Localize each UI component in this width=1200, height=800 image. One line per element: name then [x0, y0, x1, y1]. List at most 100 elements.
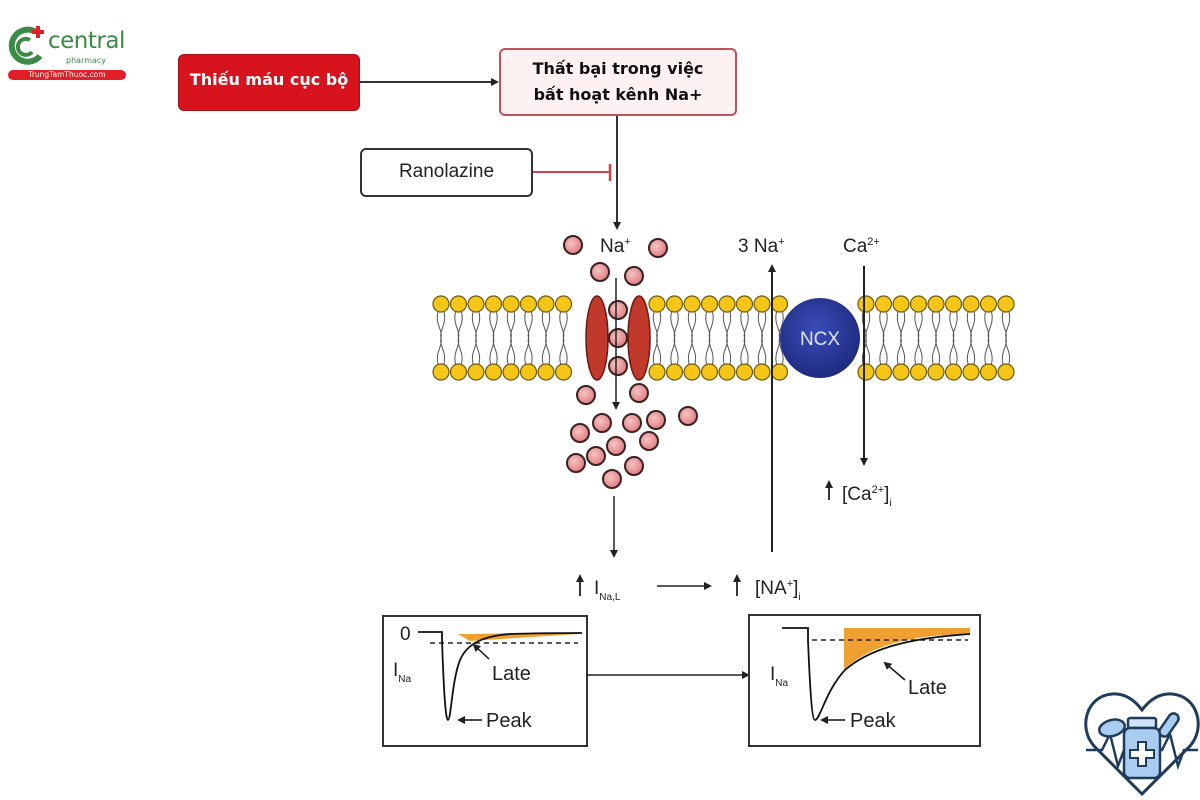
- sodium-ion: [566, 453, 586, 473]
- lipid-tail: [984, 311, 993, 365]
- ca-intracellular-label: [Ca2+]i: [842, 484, 892, 509]
- lipid-head: [874, 295, 893, 313]
- lipid-tail: [896, 311, 906, 365]
- lipid-head: [683, 363, 701, 381]
- lipid-head: [537, 295, 555, 313]
- lipid-tail: [931, 311, 941, 365]
- lipid-head: [962, 295, 980, 313]
- lipid-tail: [471, 311, 481, 365]
- na-channel-left: [585, 295, 609, 381]
- current-trace: [418, 631, 583, 721]
- sodium-ion: [608, 356, 628, 376]
- central-pharmacy-logo: central pharmacy TrungTamThuoc.com: [6, 26, 130, 82]
- lipid-head: [537, 363, 555, 381]
- lipid-head: [892, 363, 910, 381]
- sodium-ion: [624, 266, 644, 286]
- lipid-head: [997, 363, 1015, 381]
- lipid-head: [648, 363, 666, 381]
- lipid-head: [753, 363, 771, 381]
- sodium-ion: [592, 413, 612, 433]
- lipid-head: [648, 295, 666, 313]
- sodium-ion: [624, 456, 644, 476]
- lipid-head: [718, 363, 736, 381]
- lipid-head: [554, 363, 573, 381]
- lipid-tail: [652, 311, 662, 365]
- lipid-head: [718, 295, 736, 313]
- lipid-head: [909, 363, 928, 381]
- lipid-head: [700, 363, 719, 381]
- sodium-ion: [629, 383, 649, 403]
- lipid-head: [449, 295, 468, 313]
- lipid-head: [502, 295, 520, 313]
- sodium-ion: [608, 300, 628, 320]
- current-trace: [782, 627, 971, 721]
- lipid-head: [665, 363, 684, 381]
- late-pointer-arrow: [883, 661, 906, 681]
- lipid-head: [519, 363, 538, 381]
- lipid-head: [927, 363, 945, 381]
- lipid-tail: [949, 311, 958, 365]
- late-label: Late: [492, 663, 531, 685]
- lipid-tail: [775, 311, 784, 365]
- lipid-head: [502, 363, 520, 381]
- sodium-ion: [639, 431, 659, 451]
- lipid-head: [467, 295, 485, 313]
- zero-label: 0: [400, 624, 411, 645]
- lipid-head: [909, 295, 928, 313]
- sodium-ion: [590, 262, 610, 282]
- logo-mark-icon: [8, 26, 44, 65]
- channel-failure-box: Thất bại trong việc bất hoạt kênh Na+: [499, 48, 737, 116]
- lipid-head: [700, 295, 719, 313]
- sodium-ion: [563, 235, 583, 255]
- lipid-tail: [687, 311, 697, 365]
- lipid-head: [927, 295, 945, 313]
- lipid-head: [554, 295, 573, 313]
- ca-label: Ca2+: [843, 236, 880, 257]
- lipid-head: [432, 363, 450, 381]
- lipid-head: [735, 363, 754, 381]
- ischemic-current-panel: INa Late Peak: [748, 614, 981, 747]
- na-channel-right: [627, 295, 651, 381]
- lipid-head: [753, 295, 771, 313]
- lipid-tail: [524, 311, 533, 365]
- late-current-area: [844, 628, 970, 670]
- lipid-head: [484, 295, 503, 313]
- lipid-tail: [861, 311, 871, 365]
- lipid-tail: [454, 311, 463, 365]
- lipid-tail: [1001, 311, 1011, 365]
- sodium-ion: [570, 423, 590, 443]
- lipid-head: [857, 295, 875, 313]
- lipid-head: [519, 295, 538, 313]
- logo-site: TrungTamThuoc.com: [8, 70, 126, 80]
- ranolazine-label: Ranolazine: [398, 161, 495, 182]
- lipid-tail: [757, 311, 767, 365]
- ncx-label: NCX: [800, 329, 840, 350]
- lipid-head: [665, 295, 684, 313]
- lipid-head: [874, 363, 893, 381]
- lipid-head: [467, 363, 485, 381]
- lipid-tail: [705, 311, 714, 365]
- lipid-bilayer: [432, 295, 1015, 381]
- na-intracellular-label: [NA+]i: [755, 578, 801, 603]
- lipid-head: [944, 295, 963, 313]
- inal-label: INa,L: [594, 578, 621, 603]
- lipid-tail: [436, 311, 446, 365]
- heart-medicine-icon: [1084, 692, 1200, 797]
- lipid-tail: [740, 311, 749, 365]
- lipid-head: [683, 295, 701, 313]
- peak-label: Peak: [486, 710, 533, 732]
- lipid-tail: [879, 311, 888, 365]
- sodium-ion: [606, 436, 626, 456]
- lipid-tail: [722, 311, 732, 365]
- three-na-label: 3 Na+: [738, 236, 785, 257]
- ranolazine-box: Ranolazine: [360, 148, 533, 197]
- ina-label: INa: [770, 664, 789, 689]
- lipid-head: [857, 363, 875, 381]
- lipid-head: [432, 295, 450, 313]
- lipid-tail: [541, 311, 551, 365]
- sodium-ion: [646, 410, 666, 430]
- ischemia-box: Thiếu máu cục bộ: [178, 54, 360, 111]
- ischemia-label: Thiếu máu cục bộ: [189, 70, 349, 89]
- lipid-tail: [559, 311, 568, 365]
